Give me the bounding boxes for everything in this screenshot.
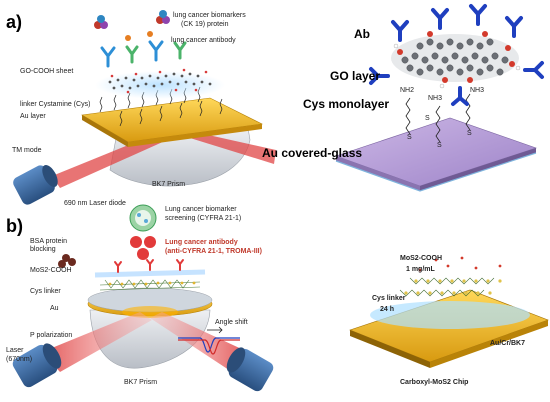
panel-a-left-diagram: a) <box>6 10 276 207</box>
label-right-mos2-line2: 1 mg/mL <box>406 266 436 273</box>
label-tm-mode: TM mode <box>12 147 42 154</box>
label-mos2: MoS2-COOH <box>30 267 72 274</box>
s-atom-1: S <box>407 134 412 141</box>
label-screening-line2: screening (CYFRA 21-1) <box>165 215 241 222</box>
label-go-sheet: GO-COOH sheet <box>20 68 73 75</box>
panel-a-right-diagram: S S S S NH2 NH3 NH3 <box>262 4 544 192</box>
biomarker-screening-molecule <box>129 204 157 232</box>
biomarkers-a <box>94 10 170 41</box>
s-atom-3: S <box>467 130 472 137</box>
go-cooh-sheet-a <box>95 68 225 99</box>
laser-diode-a <box>13 165 58 205</box>
nh3-label-a: NH3 <box>428 95 442 102</box>
label-laser-line1: Laser <box>6 347 24 354</box>
label-screening-line1: Lung cancer biomarker <box>165 206 237 213</box>
antibodies-a <box>100 40 187 68</box>
label-bsa-line2: blocking <box>30 246 56 253</box>
label-cys-linker: Cys linker <box>30 288 61 295</box>
cys-chains <box>405 93 471 143</box>
panel-b-right-diagram: MoS2-COOH 1 mg/mL Cys linker 24 h Au/Cr/… <box>349 255 549 386</box>
panel-b-letter: b) <box>6 216 23 236</box>
laser-beam-in-b <box>42 312 152 372</box>
label-ab: Ab <box>354 27 370 41</box>
bsa-protein <box>58 254 76 268</box>
spr-curve <box>178 326 240 355</box>
label-prism-a: BK7 Prism <box>152 181 185 188</box>
s-atom-4: S <box>425 115 430 122</box>
label-laser-diode: 690 nm Laser diode <box>64 200 126 207</box>
label-right-chip: Carboxyl-MoS2 Chip <box>400 379 468 386</box>
label-au-layer: Au layer <box>20 113 46 120</box>
label-au: Au <box>50 305 59 312</box>
panel-a-letter: a) <box>6 12 22 32</box>
label-laser-line2: (670nm) <box>6 356 32 363</box>
label-antibody-line1: Lung cancer antibody <box>165 239 238 246</box>
label-right-cys-line1: Cys linker <box>372 295 406 302</box>
label-biomarkers-line2: (CK 19) protein <box>181 21 229 28</box>
panel-b-left-diagram: b) <box>6 204 274 392</box>
label-right-cys-line2: 24 h <box>380 306 394 313</box>
label-prism-b: BK7 Prism <box>124 379 157 386</box>
label-cys-monolayer: Cys monolayer <box>303 97 389 111</box>
nh2-label: NH2 <box>400 87 414 94</box>
detector-right-b <box>226 347 274 392</box>
laser-beam-out-a <box>186 130 276 164</box>
label-angle-shift: Angle shift <box>215 319 248 326</box>
label-biomarkers-line1: lung cancer biomarkers <box>173 12 246 19</box>
s-atom-2: S <box>437 142 442 149</box>
antibodies-right-a <box>369 4 544 106</box>
laser-beam-out-b <box>150 312 248 372</box>
mos2-lattice-b <box>99 279 201 291</box>
laser-left-b <box>12 343 62 388</box>
label-linker: linker Cystamine (Cys) <box>20 101 90 108</box>
au-covered-glass <box>335 117 537 187</box>
label-antibody-line2: (anti-CYFRA 21-1, TROMA-III) <box>165 248 262 255</box>
mos2-lattice-right <box>399 277 495 297</box>
label-bsa-line1: BSA protein <box>30 238 67 245</box>
lung-antibody-b <box>130 236 156 260</box>
label-right-layers: Au/Cr/BK7 <box>490 340 525 347</box>
label-go-layer: GO layer <box>330 69 380 83</box>
go-layer-molecule <box>391 31 521 89</box>
label-right-mos2-line1: MoS2-COOH <box>400 255 442 262</box>
label-au-glass: Au covered-glass <box>262 146 362 160</box>
label-antibody: lung cancer antibody <box>171 37 236 44</box>
label-p-polarization: P polarization <box>30 332 72 339</box>
nh3-label-b: NH3 <box>470 87 484 94</box>
